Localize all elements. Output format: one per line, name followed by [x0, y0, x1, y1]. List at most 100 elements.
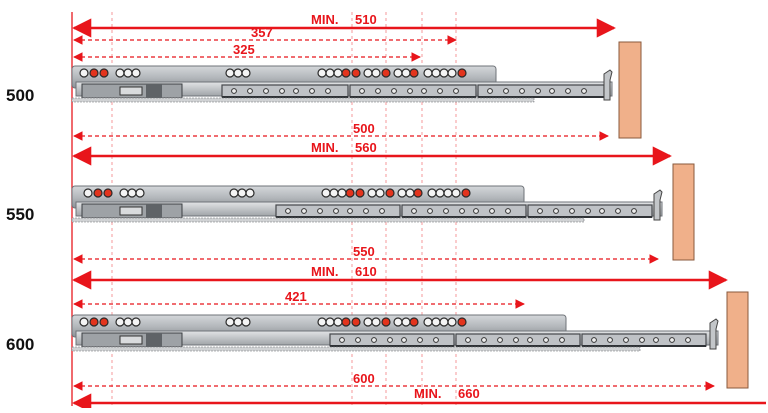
footer-min-label: MIN.: [414, 386, 441, 401]
mounting-hole: [337, 188, 347, 198]
mounting-hole: [115, 68, 125, 78]
screw-hole: [407, 88, 413, 94]
mounting-hole: [443, 188, 453, 198]
mechanism-lever: [146, 204, 162, 218]
mounting-hole: [79, 317, 89, 327]
rear-bracket: [603, 69, 613, 101]
mounting-hole: [329, 188, 339, 198]
screw-hole: [375, 88, 381, 94]
mounting-hole: [321, 188, 331, 198]
mounting-hole: [427, 188, 437, 198]
mounting-hole: [397, 188, 407, 198]
screw-hole: [325, 88, 331, 94]
footer-min-value: 660: [458, 386, 480, 401]
mounting-hole: [131, 317, 141, 327]
mounting-hole-red: [457, 317, 467, 327]
mounting-hole: [405, 188, 415, 198]
mounting-hole-red: [99, 68, 109, 78]
screw-hole: [503, 88, 509, 94]
mounting-hole: [423, 317, 433, 327]
mounting-hole: [375, 188, 385, 198]
screw-hole: [607, 337, 613, 343]
screw-hole: [333, 208, 339, 214]
mounting-hole: [83, 188, 93, 198]
dimension-label: 325: [233, 42, 255, 57]
mounting-hole: [439, 317, 449, 327]
mounting-hole: [225, 317, 235, 327]
mounting-hole: [119, 188, 129, 198]
length-label: 500: [353, 121, 375, 136]
mounting-hole-red: [409, 317, 419, 327]
screw-hole: [401, 337, 407, 343]
screw-hole: [355, 337, 361, 343]
mounting-hole: [229, 188, 239, 198]
screw-hole: [565, 88, 571, 94]
mounting-hole: [447, 317, 457, 327]
screw-hole: [285, 208, 291, 214]
screw-hole: [443, 208, 449, 214]
screw-hole: [465, 337, 471, 343]
mounting-hole-red: [89, 68, 99, 78]
mounting-hole: [431, 317, 441, 327]
slide-size-label: 500: [6, 86, 34, 105]
screw-hole: [437, 88, 443, 94]
slide-groups: MIN.510357325500500MIN.560550550MIN.6104…: [6, 12, 749, 391]
rear-bracket: [709, 318, 719, 350]
min-label: MIN.: [311, 264, 338, 279]
screw-hole: [347, 208, 353, 214]
dimension-label: 357: [251, 25, 273, 40]
screw-hole: [615, 208, 621, 214]
mounting-hole: [367, 188, 377, 198]
screw-hole: [535, 88, 541, 94]
screw-hole: [599, 208, 605, 214]
screw-hole: [537, 208, 543, 214]
drawer-front-panel: [672, 163, 695, 261]
mounting-hole: [447, 68, 457, 78]
screw-hole: [459, 208, 465, 214]
screw-hole: [391, 88, 397, 94]
mounting-hole: [233, 317, 243, 327]
screw-hole: [433, 337, 439, 343]
screw-hole: [473, 208, 479, 214]
mounting-hole: [371, 317, 381, 327]
mechanism-lever: [146, 84, 162, 98]
slide-size-label: 550: [6, 205, 34, 224]
mounting-hole: [131, 68, 141, 78]
min-value: 560: [355, 140, 377, 155]
mounting-hole-red: [381, 68, 391, 78]
screw-hole: [363, 208, 369, 214]
slide-size-label: 600: [6, 335, 34, 354]
screw-hole: [427, 208, 433, 214]
screw-hole: [497, 337, 503, 343]
mounting-hole: [401, 68, 411, 78]
screw-hole: [247, 88, 253, 94]
mounting-hole: [317, 317, 327, 327]
mechanism-latch: [119, 86, 143, 96]
mounting-hole: [325, 68, 335, 78]
mounting-hole: [431, 68, 441, 78]
screw-hole: [263, 88, 269, 94]
mounting-hole: [393, 317, 403, 327]
screw-hole: [623, 337, 629, 343]
mounting-hole-red: [341, 317, 351, 327]
mounting-hole: [135, 188, 145, 198]
drawer-front-panel: [618, 41, 642, 139]
mounting-hole-red: [351, 68, 361, 78]
screw-hole: [581, 88, 587, 94]
mounting-hole: [451, 188, 461, 198]
mounting-hole: [241, 68, 251, 78]
mounting-hole: [423, 68, 433, 78]
screw-hole: [421, 88, 427, 94]
screw-hole: [553, 208, 559, 214]
mounting-hole: [233, 68, 243, 78]
mounting-hole: [241, 317, 251, 327]
mounting-hole-red: [351, 317, 361, 327]
mounting-hole: [317, 68, 327, 78]
screw-hole: [543, 337, 549, 343]
mounting-hole: [371, 68, 381, 78]
screw-hole: [309, 88, 315, 94]
mounting-hole-red: [89, 317, 99, 327]
mounting-hole: [127, 188, 137, 198]
